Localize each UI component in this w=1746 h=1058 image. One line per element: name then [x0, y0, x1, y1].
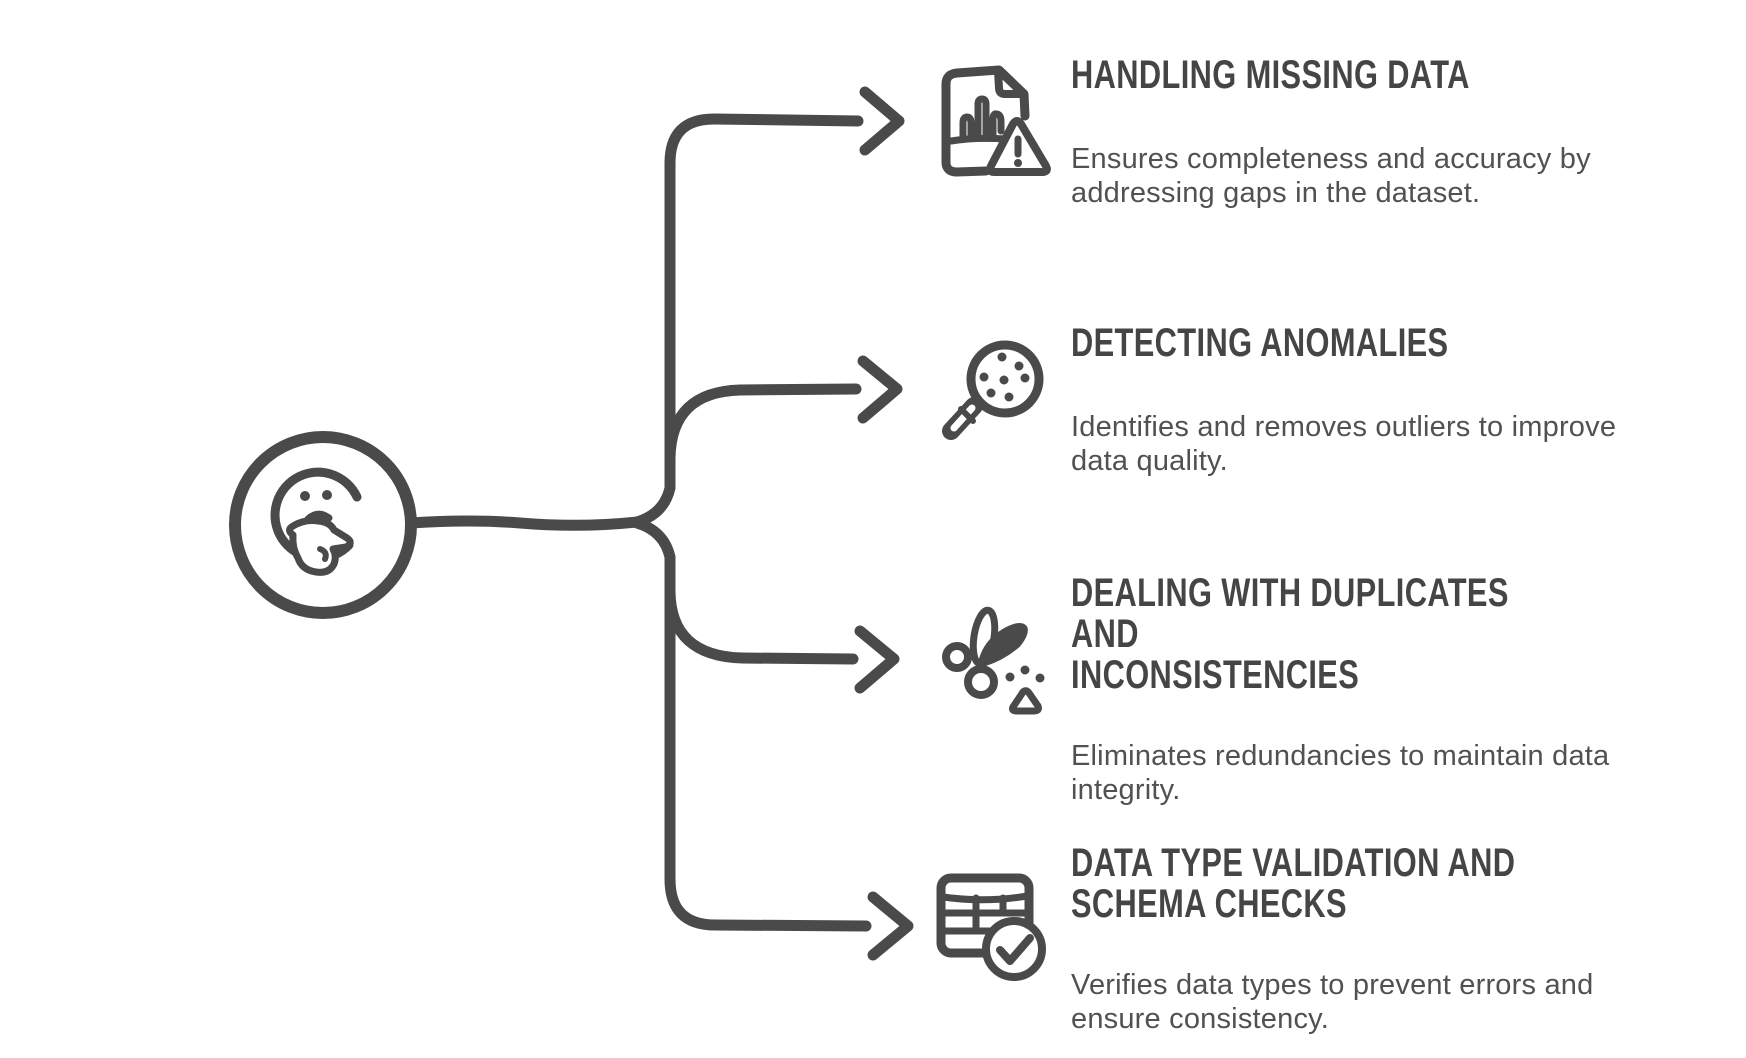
magnifier-dots-icon	[942, 340, 1044, 440]
branch-3-arrowhead	[854, 625, 900, 694]
branch-1-line	[664, 113, 864, 474]
branch-2-arrowhead	[857, 355, 903, 424]
branch-2-text: DETECTING ANOMALIES Identifies and remov…	[1071, 323, 1731, 478]
branch-4-description: Verifies data types to prevent errors an…	[1071, 969, 1594, 1035]
branch-4-title: DATA TYPE VALIDATION AND SCHEMA CHECKS	[1071, 841, 1516, 926]
branch-1-description: Ensures completeness and accuracy by add…	[1071, 143, 1591, 209]
branch-2-title: DETECTING ANOMALIES	[1071, 321, 1449, 365]
thinking-face-icon	[229, 431, 417, 619]
scissors-beads-icon	[942, 606, 1045, 715]
branch-3-line	[664, 586, 859, 665]
branch-1-title: HANDLING MISSING DATA	[1071, 53, 1470, 97]
fork-lower	[631, 517, 676, 583]
connector-lines	[405, 86, 914, 961]
branch-1-arrowhead	[859, 86, 905, 156]
table-check-icon	[936, 873, 1046, 981]
branch-4-text: DATA TYPE VALIDATION AND SCHEMA CHECKS V…	[1071, 843, 1731, 1036]
branch-4-arrowhead	[867, 891, 914, 961]
trunk-line	[405, 515, 643, 531]
branch-3-text: DEALING WITH DUPLICATES AND INCONSISTENC…	[1071, 573, 1731, 807]
branch-2-line	[664, 383, 862, 464]
fork-upper	[631, 462, 676, 528]
branch-2-description: Identifies and removes outliers to impro…	[1071, 411, 1617, 477]
document-chart-warning-icon	[941, 65, 1051, 177]
branch-1-text: HANDLING MISSING DATA Ensures completene…	[1071, 55, 1731, 210]
branch-4-line	[664, 571, 872, 932]
branch-3-title: DEALING WITH DUPLICATES AND INCONSISTENC…	[1071, 571, 1509, 697]
branch-3-description: Eliminates redundancies to maintain data…	[1071, 740, 1610, 806]
